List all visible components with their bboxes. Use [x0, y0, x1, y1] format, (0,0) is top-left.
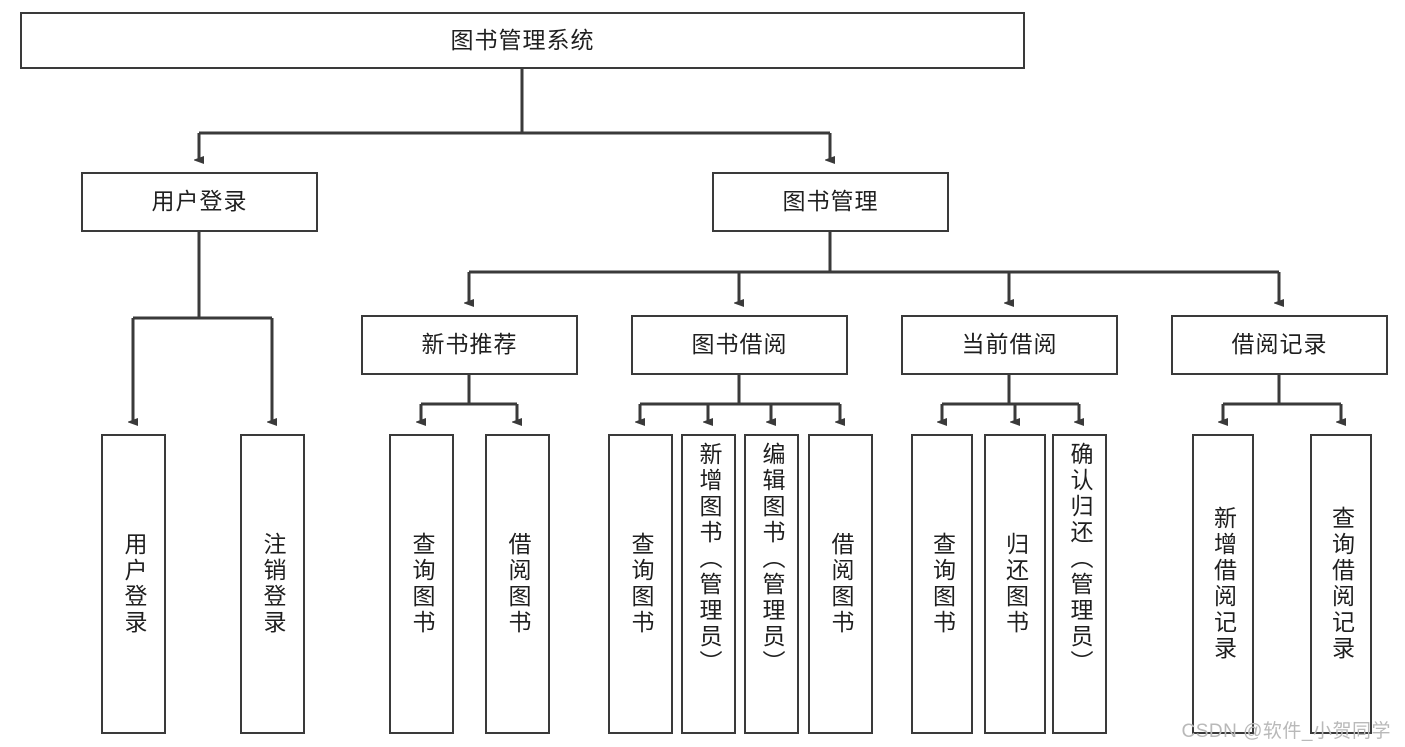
- leaf-return-book-label: 归还图书: [1002, 532, 1029, 636]
- node-borrow-record-label: 借阅记录: [1231, 331, 1328, 358]
- leaf-query-book-nb-label: 查询图书: [409, 532, 435, 636]
- leaf-user-login[interactable]: 用户登录: [101, 434, 166, 734]
- node-new-book-recommend-label: 新书推荐: [421, 331, 518, 358]
- leaf-logout-label: 注销登录: [260, 532, 286, 636]
- node-root-label: 图书管理系统: [450, 26, 595, 53]
- leaf-borrow-book-bb[interactable]: 借阅图书: [808, 434, 873, 734]
- node-root[interactable]: 图书管理系统: [20, 12, 1025, 69]
- node-borrow-record[interactable]: 借阅记录: [1171, 315, 1388, 375]
- leaf-borrow-book-nb-label: 借阅图书: [505, 532, 531, 636]
- leaf-add-borrow-record[interactable]: 新增借阅记录: [1192, 434, 1254, 734]
- node-user-login-label: 用户登录: [151, 188, 248, 215]
- node-current-borrow-label: 当前借阅: [961, 331, 1058, 358]
- leaf-user-login-label: 用户登录: [121, 532, 147, 636]
- leaf-query-borrow-record-label: 查询借阅记录: [1328, 506, 1355, 662]
- leaf-confirm-return-admin-label: 确认归还（管理员）: [1067, 442, 1093, 676]
- node-user-login[interactable]: 用户登录: [81, 172, 318, 232]
- leaf-query-borrow-record[interactable]: 查询借阅记录: [1310, 434, 1372, 734]
- leaf-add-borrow-record-label: 新增借阅记录: [1210, 506, 1237, 662]
- watermark: CSDN @软件_小贺同学: [1181, 721, 1391, 742]
- leaf-return-book[interactable]: 归还图书: [984, 434, 1046, 734]
- leaf-edit-book-admin[interactable]: 编辑图书（管理员）: [744, 434, 799, 734]
- leaf-borrow-book-bb-label: 借阅图书: [828, 532, 854, 636]
- leaf-query-book-nb[interactable]: 查询图书: [389, 434, 454, 734]
- leaf-logout[interactable]: 注销登录: [240, 434, 305, 734]
- leaf-confirm-return-admin[interactable]: 确认归还（管理员）: [1052, 434, 1107, 734]
- leaf-query-book-cb-label: 查询图书: [929, 532, 956, 636]
- leaf-query-book-bb-label: 查询图书: [628, 532, 654, 636]
- leaf-edit-book-admin-label: 编辑图书（管理员）: [759, 442, 785, 676]
- node-book-borrow-label: 图书借阅: [691, 331, 788, 358]
- leaf-query-book-cb[interactable]: 查询图书: [911, 434, 973, 734]
- node-new-book-recommend[interactable]: 新书推荐: [361, 315, 578, 375]
- node-current-borrow[interactable]: 当前借阅: [901, 315, 1118, 375]
- node-book-borrow[interactable]: 图书借阅: [631, 315, 848, 375]
- leaf-query-book-bb[interactable]: 查询图书: [608, 434, 673, 734]
- node-book-management-label: 图书管理: [782, 188, 879, 215]
- leaf-borrow-book-nb[interactable]: 借阅图书: [485, 434, 550, 734]
- node-book-management[interactable]: 图书管理: [712, 172, 949, 232]
- leaf-add-book-admin[interactable]: 新增图书（管理员）: [681, 434, 736, 734]
- leaf-add-book-admin-label: 新增图书（管理员）: [696, 442, 722, 676]
